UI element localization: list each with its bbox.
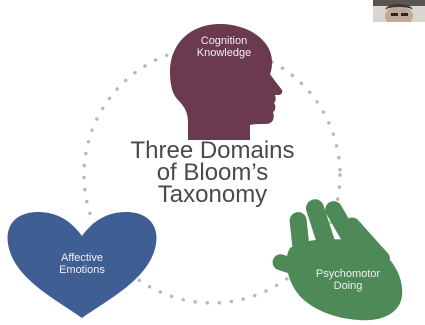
dotted-connector-circle — [82, 45, 342, 305]
psychomotor-label-line-2: Doing — [333, 280, 363, 292]
diagram-title: Three Domains of Bloom’s Taxonomy — [100, 137, 325, 208]
hand-palm — [286, 239, 403, 321]
psychomotor-label-line-1: Psychomotor — [315, 268, 381, 280]
cognition-label: Cognition Knowledge — [178, 35, 270, 59]
cognition-label-line-2: Knowledge — [196, 47, 252, 59]
title-line-2: of Bloom’s — [156, 159, 269, 186]
presenter-photo — [373, 0, 425, 22]
heart-icon — [7, 212, 157, 318]
affective-label-line-1: Affective — [61, 252, 103, 264]
cognition-label-line-1: Cognition — [200, 35, 248, 47]
affective-label: Affective Emotions — [34, 252, 130, 276]
title-line-3: Taxonomy — [157, 181, 268, 208]
title-line-1: Three Domains — [130, 137, 295, 164]
psychomotor-label: Psychomotor Doing — [300, 268, 396, 292]
hand-icon — [272, 199, 403, 321]
head-profile-icon — [170, 24, 283, 140]
affective-label-line-2: Emotions — [59, 264, 105, 276]
